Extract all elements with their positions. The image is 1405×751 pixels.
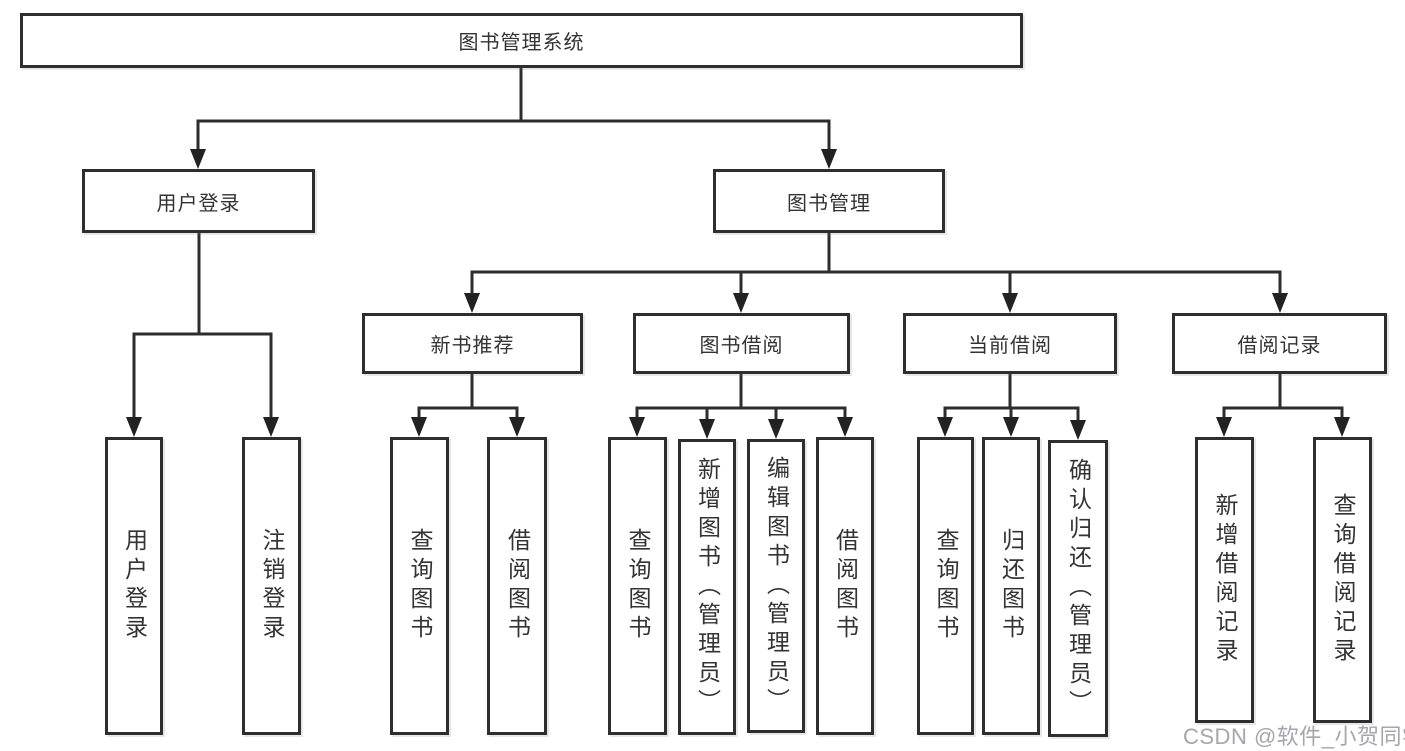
connector-book-borrow-group [635, 374, 847, 420]
node-system-root: 图书管理系统 [20, 13, 1023, 68]
leaf-add-book-admin: 新增图书（管理员） [678, 439, 736, 735]
node-book-management: 图书管理 [713, 169, 945, 233]
leaf-query-books-current: 查询图书 [917, 437, 974, 735]
leaf-confirm-return-admin: 确认归还（管理员） [1048, 440, 1108, 737]
leaf-query-borrow-record: 查询借阅记录 [1313, 437, 1372, 723]
arrowheads-borrow-record-group [1216, 417, 1350, 437]
leaf-logout: 注销登录 [242, 437, 301, 735]
arrowheads-book-borrow-group [629, 417, 853, 439]
connector-book-management-branch [470, 233, 1282, 294]
connector-root-to-level2 [196, 68, 831, 150]
csdn-watermark: CSDN @软件_小贺同学 [1183, 724, 1405, 749]
node-book-borrowing: 图书借阅 [633, 313, 850, 374]
leaf-borrow-books-borrowing: 借阅图书 [816, 437, 874, 735]
node-new-book-recommend: 新书推荐 [362, 313, 583, 374]
arrowheads-user-login-branch [126, 417, 279, 437]
connector-current-borrow-group [943, 374, 1080, 421]
connector-user-login-branch [132, 233, 273, 418]
connector-new-book-group [417, 374, 519, 418]
leaf-user-login: 用户登录 [105, 437, 163, 735]
leaf-return-books: 归还图书 [982, 437, 1040, 735]
connector-borrow-record-group [1222, 374, 1344, 418]
leaf-add-borrow-record: 新增借阅记录 [1195, 437, 1254, 723]
node-current-borrowing: 当前借阅 [903, 313, 1117, 374]
node-user-login: 用户登录 [82, 169, 315, 233]
arrowheads-current-borrow-group [937, 417, 1086, 440]
arrowheads-level2 [190, 149, 837, 169]
arrowheads-level3 [464, 293, 1288, 313]
leaf-borrow-books-recommend: 借阅图书 [487, 437, 547, 735]
leaf-query-books-recommend: 查询图书 [390, 437, 449, 735]
arrowheads-new-book-group [411, 417, 525, 437]
leaf-edit-book-admin: 编辑图书（管理员） [747, 439, 805, 733]
node-borrow-records: 借阅记录 [1172, 313, 1387, 374]
leaf-query-books-borrowing: 查询图书 [608, 437, 667, 735]
